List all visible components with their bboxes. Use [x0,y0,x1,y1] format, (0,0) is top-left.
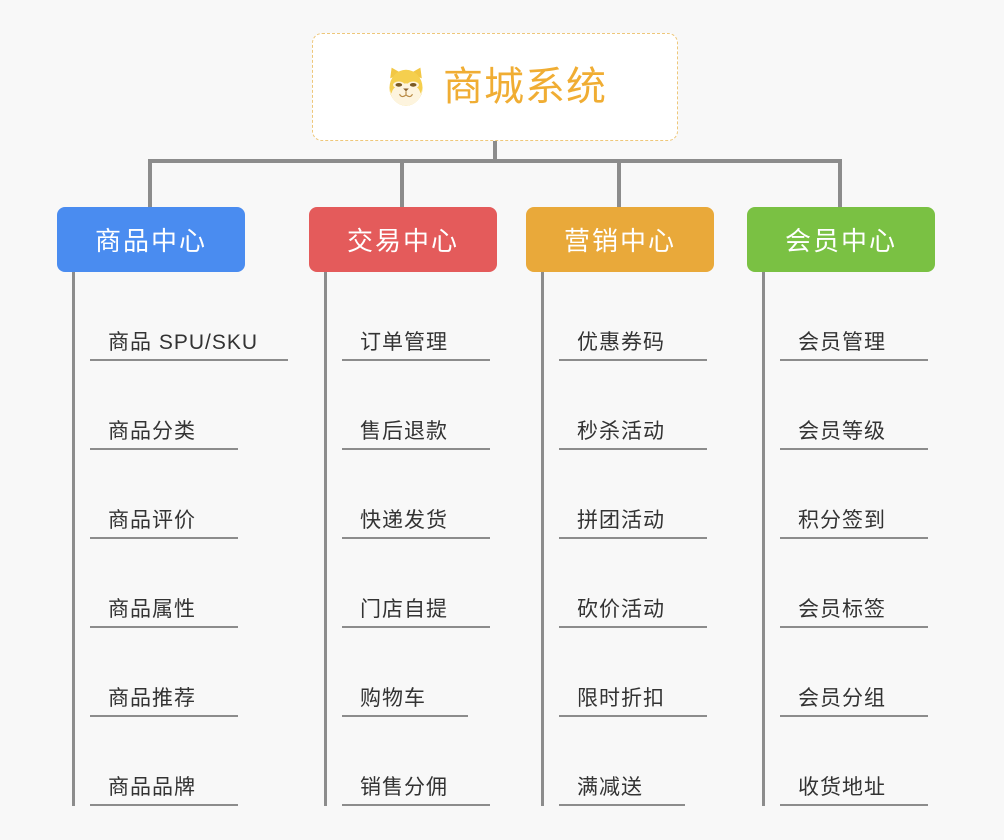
leaf-label: 限时折扣 [577,686,665,710]
leaf-item[interactable]: 满减送 [559,717,685,806]
branch-column-member: 会员中心 会员管理 会员等级 积分签到 会员标签 会员分组 收货地址 [747,207,957,806]
leaf-item[interactable]: 销售分佣 [342,717,490,806]
root-label: 商城系统 [443,65,607,109]
leaf-item[interactable]: 积分签到 [780,450,928,539]
leaf-label: 商品属性 [108,597,196,621]
leaf-item[interactable]: 商品评价 [90,450,238,539]
leaf-label: 满减送 [577,775,643,799]
leaf-item[interactable]: 会员等级 [780,361,928,450]
leaf-label: 商品品牌 [108,775,196,799]
branch-column-marketing: 营销中心 优惠券码 秒杀活动 拼团活动 砍价活动 限时折扣 满减送 [526,207,736,806]
category-header-member[interactable]: 会员中心 [747,207,935,272]
leaf-label: 商品推荐 [108,686,196,710]
leaf-item[interactable]: 优惠券码 [559,272,707,361]
leaf-item[interactable]: 限时折扣 [559,628,707,717]
leaf-item[interactable]: 售后退款 [342,361,490,450]
leaf-label: 售后退款 [360,419,448,443]
leaf-list-product: 商品 SPU/SKU 商品分类 商品评价 商品属性 商品推荐 商品品牌 [72,272,288,806]
leaf-item[interactable]: 会员分组 [780,628,928,717]
leaf-label: 购物车 [360,686,426,710]
leaf-list-marketing: 优惠券码 秒杀活动 拼团活动 砍价活动 限时折扣 满减送 [541,272,736,806]
connector-horizontal-bus [148,159,842,163]
root-node[interactable]: 商城系统 [312,33,678,141]
leaf-item[interactable]: 收货地址 [780,717,928,806]
leaf-item[interactable]: 砍价活动 [559,539,707,628]
leaf-item[interactable]: 会员管理 [780,272,928,361]
shiba-dog-face-icon [389,67,423,106]
leaf-label: 门店自提 [360,597,448,621]
leaf-label: 商品评价 [108,508,196,532]
category-header-product[interactable]: 商品中心 [57,207,245,272]
leaf-label: 快递发货 [360,508,448,532]
connector-drop-1 [148,159,152,209]
leaf-label: 拼团活动 [577,508,665,532]
leaf-label: 收货地址 [798,775,886,799]
leaf-item[interactable]: 门店自提 [342,539,490,628]
leaf-item[interactable]: 商品分类 [90,361,238,450]
leaf-label: 积分签到 [798,508,886,532]
leaf-label: 优惠券码 [577,330,665,354]
leaf-label: 销售分佣 [360,775,448,799]
branch-column-trade: 交易中心 订单管理 售后退款 快递发货 门店自提 购物车 销售分佣 [309,207,519,806]
branch-column-product: 商品中心 商品 SPU/SKU 商品分类 商品评价 商品属性 商品推荐 商品品牌 [57,207,288,806]
leaf-label: 商品分类 [108,419,196,443]
leaf-list-trade: 订单管理 售后退款 快递发货 门店自提 购物车 销售分佣 [324,272,519,806]
leaf-label: 订单管理 [360,330,448,354]
leaf-label: 会员等级 [798,419,886,443]
leaf-label: 秒杀活动 [577,419,665,443]
leaf-item[interactable]: 会员标签 [780,539,928,628]
connector-drop-4 [838,159,842,209]
leaf-label: 商品 SPU/SKU [108,330,259,354]
leaf-item[interactable]: 快递发货 [342,450,490,539]
leaf-label: 会员标签 [798,597,886,621]
leaf-item[interactable]: 购物车 [342,628,468,717]
leaf-item[interactable]: 商品品牌 [90,717,238,806]
leaf-item[interactable]: 商品 SPU/SKU [90,272,288,361]
connector-drop-3 [617,159,621,209]
leaf-item[interactable]: 拼团活动 [559,450,707,539]
leaf-label: 会员管理 [798,330,886,354]
category-header-marketing[interactable]: 营销中心 [526,207,714,272]
connector-root-stem [493,141,497,163]
leaf-label: 会员分组 [798,686,886,710]
leaf-item[interactable]: 商品推荐 [90,628,238,717]
leaf-label: 砍价活动 [577,597,665,621]
leaf-item[interactable]: 商品属性 [90,539,238,628]
category-header-trade[interactable]: 交易中心 [309,207,497,272]
connector-drop-2 [400,159,404,209]
leaf-item[interactable]: 秒杀活动 [559,361,707,450]
leaf-item[interactable]: 订单管理 [342,272,490,361]
leaf-list-member: 会员管理 会员等级 积分签到 会员标签 会员分组 收货地址 [762,272,957,806]
